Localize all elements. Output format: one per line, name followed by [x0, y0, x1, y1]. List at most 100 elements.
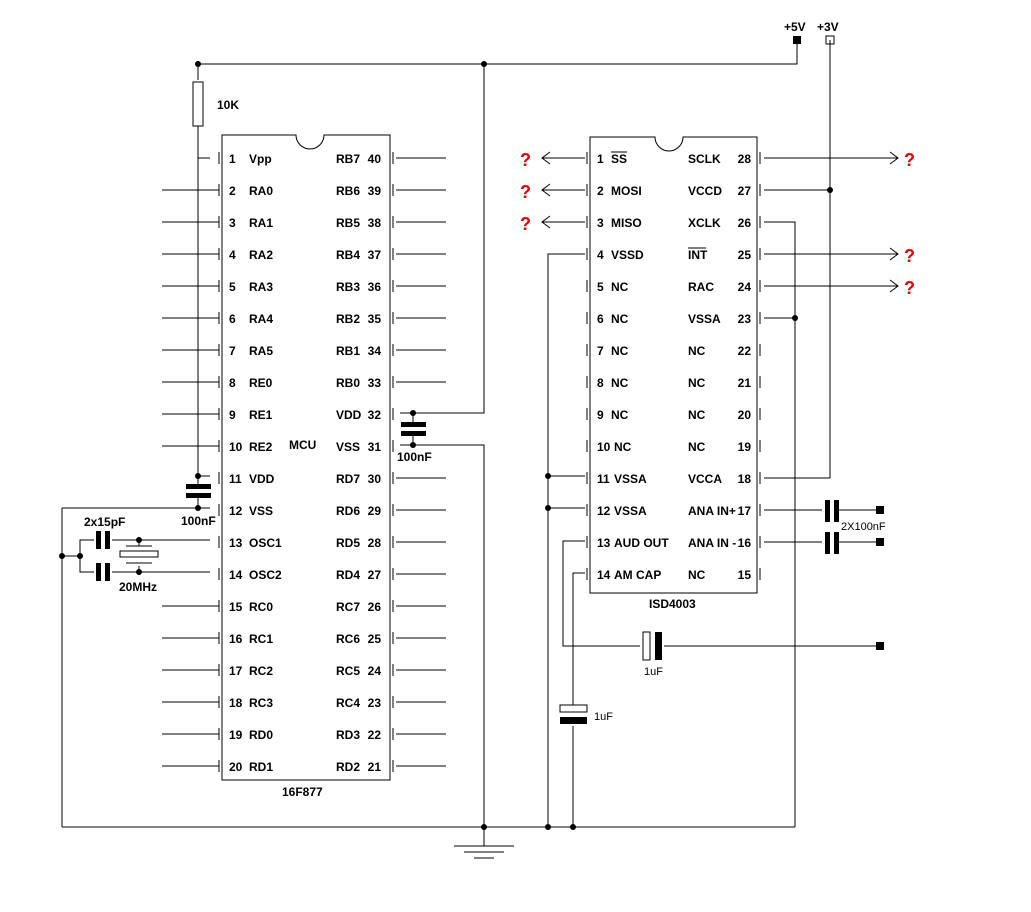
mcu-pin-name: VDD: [249, 472, 275, 486]
isd-pin-name: NC: [611, 376, 629, 390]
mcu-pin-name: RB0: [336, 376, 360, 390]
isd-pin-name: VCCA: [688, 472, 722, 486]
mcu-pin-number: 34: [368, 344, 382, 358]
mcu-pin-number: 32: [368, 408, 382, 422]
isd-pin-name: VSSA: [614, 504, 647, 518]
capacitor-aud-out-label: 1uF: [644, 666, 663, 678]
resistor-label: 10K: [217, 98, 239, 112]
mcu-pin-number: 39: [368, 184, 382, 198]
unknown-mark: ?: [520, 150, 531, 170]
isd-pin-number: 14: [597, 568, 611, 582]
mcu-pin-number: 6: [229, 312, 236, 326]
isd-pin-number: 3: [597, 216, 604, 230]
junctions: [59, 61, 833, 830]
mcu-pin-9: 9 RE1: [162, 408, 273, 422]
isd-pin-name: NC: [688, 568, 706, 582]
unknown-mark: ?: [904, 278, 915, 298]
mcu-pin-name: RA1: [249, 216, 273, 230]
isd-pin-number: 12: [597, 504, 611, 518]
isd-pin-9: 9 NC: [586, 408, 629, 422]
isd-pin-name: NC: [611, 312, 629, 326]
isd-pin-number: 7: [597, 344, 604, 358]
mcu-pin-11: 11 VDD: [218, 472, 275, 486]
isd-pin-name: NC: [614, 440, 632, 454]
isd-pin-name: NC: [611, 408, 629, 422]
mcu-pin-number: 12: [229, 504, 243, 518]
isd-pin-name: NC: [688, 376, 706, 390]
mcu-pin-6: 6 RA4: [162, 312, 273, 326]
mcu-pin-name: RE0: [249, 376, 273, 390]
mcu-pin-name: RC7: [336, 600, 360, 614]
capacitor-ana-in: [825, 500, 839, 554]
mcu-pin-number: 1: [229, 152, 236, 166]
unknown-left-1: ?: [520, 182, 585, 202]
capacitor-mcu-right-label: 100nF: [397, 450, 432, 464]
isd-body: [589, 136, 758, 594]
isd-pin-number: 11: [597, 472, 610, 486]
mcu-pin-number: 16: [229, 632, 243, 646]
isd-pin-number: 17: [738, 504, 752, 518]
isd-pin-16: ANA IN -16: [688, 536, 761, 550]
unknown-signals: ??????: [520, 150, 915, 298]
mcu-pin-name: RA4: [249, 312, 273, 326]
mcu-pin-number: 11: [229, 472, 242, 486]
capacitor-osc: [96, 531, 110, 581]
isd-pin-name: ANA IN -: [688, 536, 736, 550]
isd-pin-name: NC: [688, 440, 706, 454]
mcu-pin-number: 33: [368, 376, 382, 390]
capacitor-mcu-left-label: 100nF: [181, 514, 216, 528]
resistor-10k: [192, 81, 204, 127]
isd-part-label: ISD4003: [649, 597, 696, 611]
isd-pin-number: 9: [597, 408, 604, 422]
arrow-icon: [889, 279, 899, 293]
mcu-pin-number: 37: [368, 248, 382, 262]
unknown-right-0: ?: [764, 150, 915, 170]
isd-pin-number: 20: [738, 408, 752, 422]
isd-pin-number: 4: [597, 248, 604, 262]
mcu-pin-number: 8: [229, 376, 236, 390]
mcu-pin-name: RC2: [249, 664, 273, 678]
wiring: [61, 40, 880, 859]
mcu-pin-number: 9: [229, 408, 236, 422]
mcu-pin-number: 25: [368, 632, 382, 646]
mcu-body: [221, 134, 391, 781]
mcu-pin-name: RD1: [249, 760, 273, 774]
mcu-pin-number: 13: [229, 536, 243, 550]
capacitor-mcu-left: [186, 484, 211, 498]
mcu-pin-name: RE1: [249, 408, 273, 422]
isd-pin-name: VSSD: [611, 248, 644, 262]
mcu-pin-number: 5: [229, 280, 236, 294]
isd-pin-number: 2: [597, 184, 604, 198]
